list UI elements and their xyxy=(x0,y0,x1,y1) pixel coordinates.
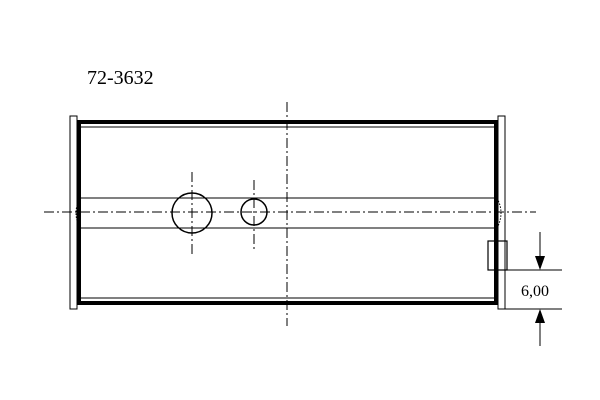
dimension-value: 6,00 xyxy=(521,283,549,300)
lug-dimension: 6,00 xyxy=(505,232,562,346)
part-number: 72-3632 xyxy=(87,67,154,89)
oil-groove xyxy=(75,197,502,229)
arrow-up-icon xyxy=(535,309,545,323)
arrow-down-icon xyxy=(535,256,545,270)
locating-lug xyxy=(487,240,508,271)
